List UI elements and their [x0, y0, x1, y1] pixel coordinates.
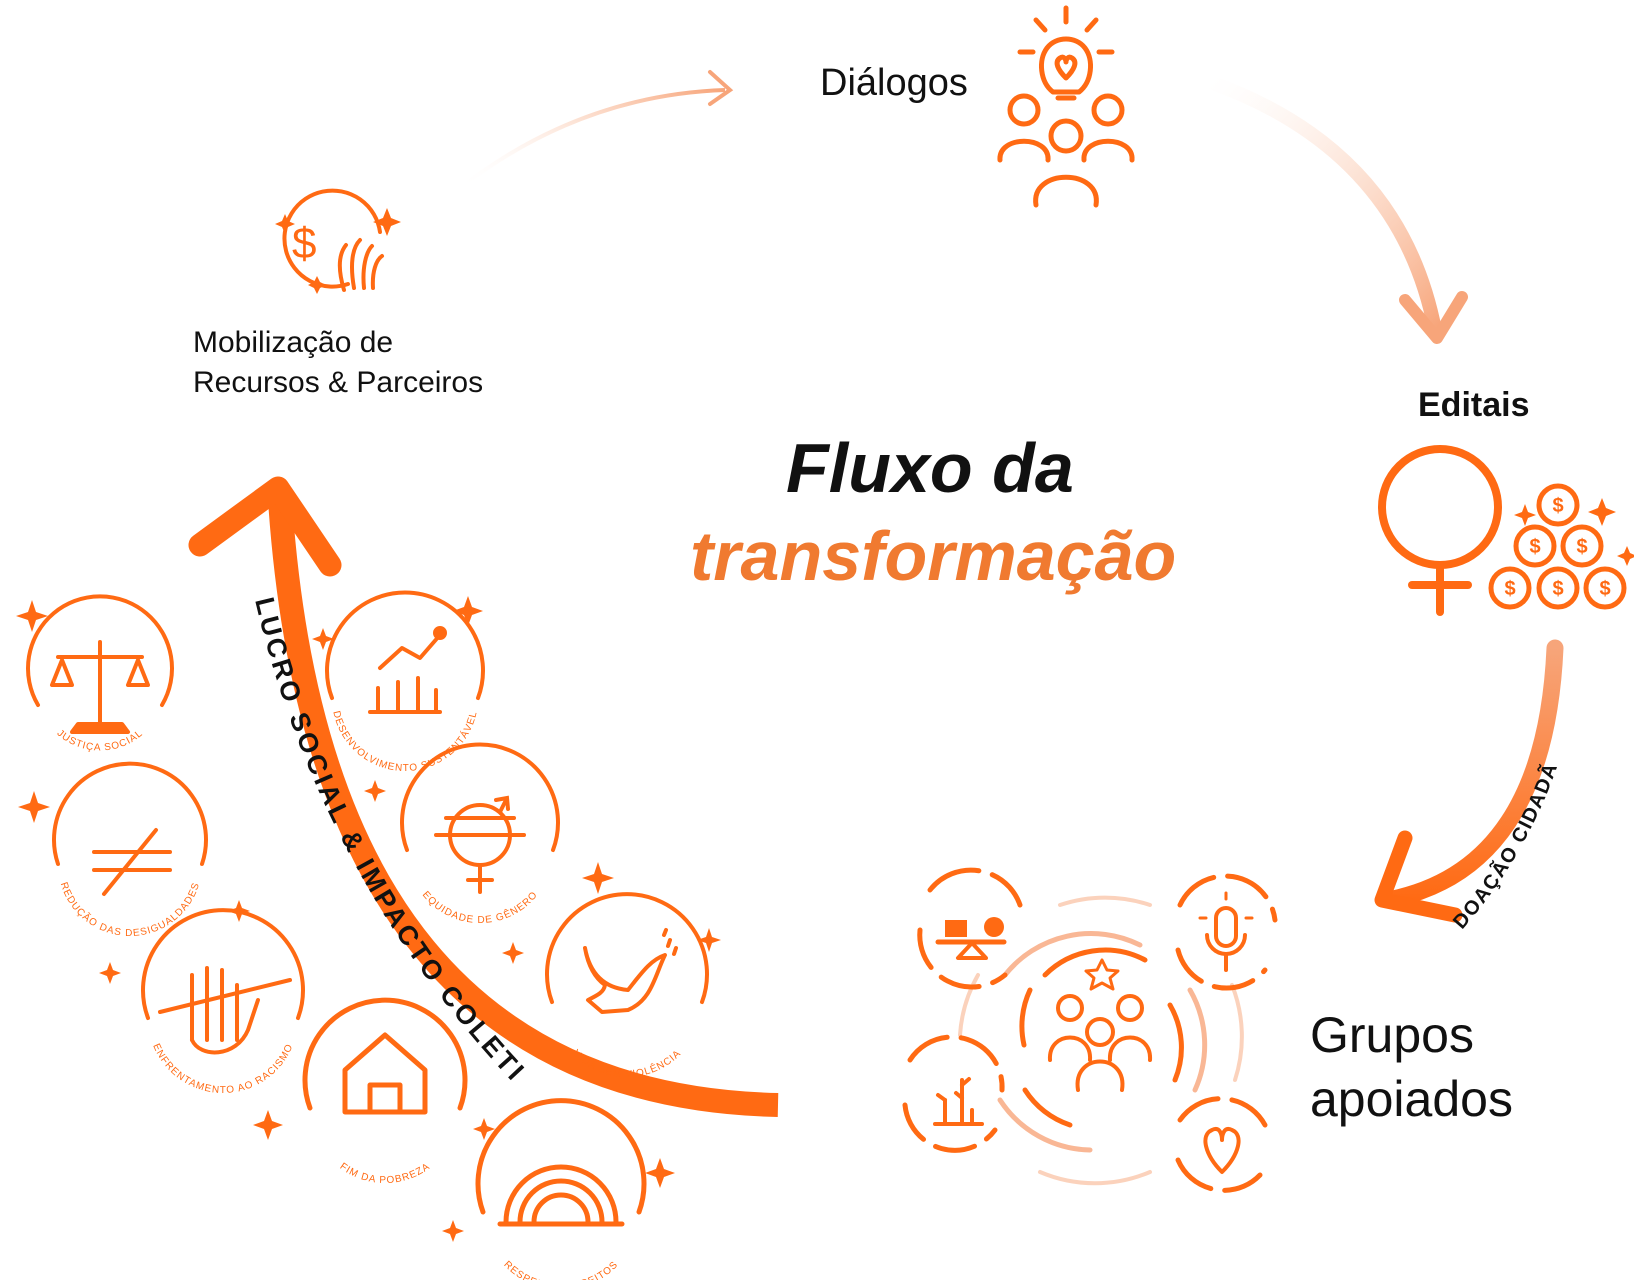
arrow-dialogos-to-editais [1203, 75, 1468, 344]
impact-badge-respeito-direitos: RESPEITO & DIREITOS [475, 1098, 647, 1280]
svg-text:$: $ [1504, 578, 1515, 600]
step-label-grupos-line2: apoiados [1310, 1071, 1513, 1127]
impact-badge-fim-da-pobreza: FIM DA POBREZA [302, 997, 468, 1186]
svg-text:$: $ [1576, 536, 1587, 558]
impact-label-equidade-genero: EQUIDADE DE GÊNERO [420, 889, 540, 926]
impact-badge-enfrentamento-racismo: ENFRENTAMENTO AO RACISMO [141, 908, 305, 1096]
svg-text:$: $ [1599, 578, 1610, 600]
step-label-mobilizacao-line1: Mobilização de [193, 326, 394, 359]
svg-text:$: $ [1552, 578, 1563, 600]
community-cluster-icon [902, 867, 1278, 1193]
female-symbol-coins-icon: $ $ $ $ $ $ [1378, 445, 1634, 616]
impact-label-fim-da-pobreza: FIM DA POBREZA [338, 1161, 433, 1186]
step-label-editais: Editais [1418, 386, 1530, 424]
step-label-grupos-line1: Grupos [1310, 1007, 1474, 1063]
step-label-dialogos: Diálogos [820, 62, 968, 104]
impact-label-reducao-desigualdades: REDUÇÃO DAS DESIGUALDADES [58, 881, 203, 939]
impact-label-respeito-direitos: RESPEITO & DIREITOS [501, 1259, 620, 1280]
step-label-mobilizacao: Mobilização de Recursos & Parceiros [193, 323, 483, 403]
diagram-title-line2: transformação [690, 517, 1177, 595]
impact-badge-justica-social: JUSTIÇA SOCIAL [26, 594, 174, 754]
sparkles-decoration [16, 596, 721, 1242]
arrow-editais-to-grupos [1374, 639, 1564, 923]
impact-label-desenvolvimento-sustentavel: DESENVOLVIMENTO SUSTENTÁVEL [330, 710, 479, 774]
step-label-mobilizacao-line2: Recursos & Parceiros [193, 366, 484, 399]
arrow-grupos-to-mobilizacao [188, 476, 779, 1117]
hand-coin-icon: $ [275, 188, 401, 294]
svg-text:$: $ [1552, 495, 1563, 517]
step-label-grupos: Grupos apoiados [1310, 1003, 1513, 1131]
lightbulb-heart-people-icon [997, 5, 1135, 208]
impact-badge-equidade-genero: EQUIDADE DE GÊNERO [400, 742, 560, 926]
svg-text:$: $ [292, 219, 316, 268]
svg-text:$: $ [1529, 536, 1540, 558]
diagram-title-line1: Fluxo da [786, 429, 1074, 507]
impact-badge-reducao-desigualdades: REDUÇÃO DAS DESIGUALDADES [52, 761, 208, 939]
arrow-mobilizacao-to-dialogos [458, 70, 734, 190]
doacao-label: DOAÇÃO CIDADÃ [1449, 759, 1562, 933]
